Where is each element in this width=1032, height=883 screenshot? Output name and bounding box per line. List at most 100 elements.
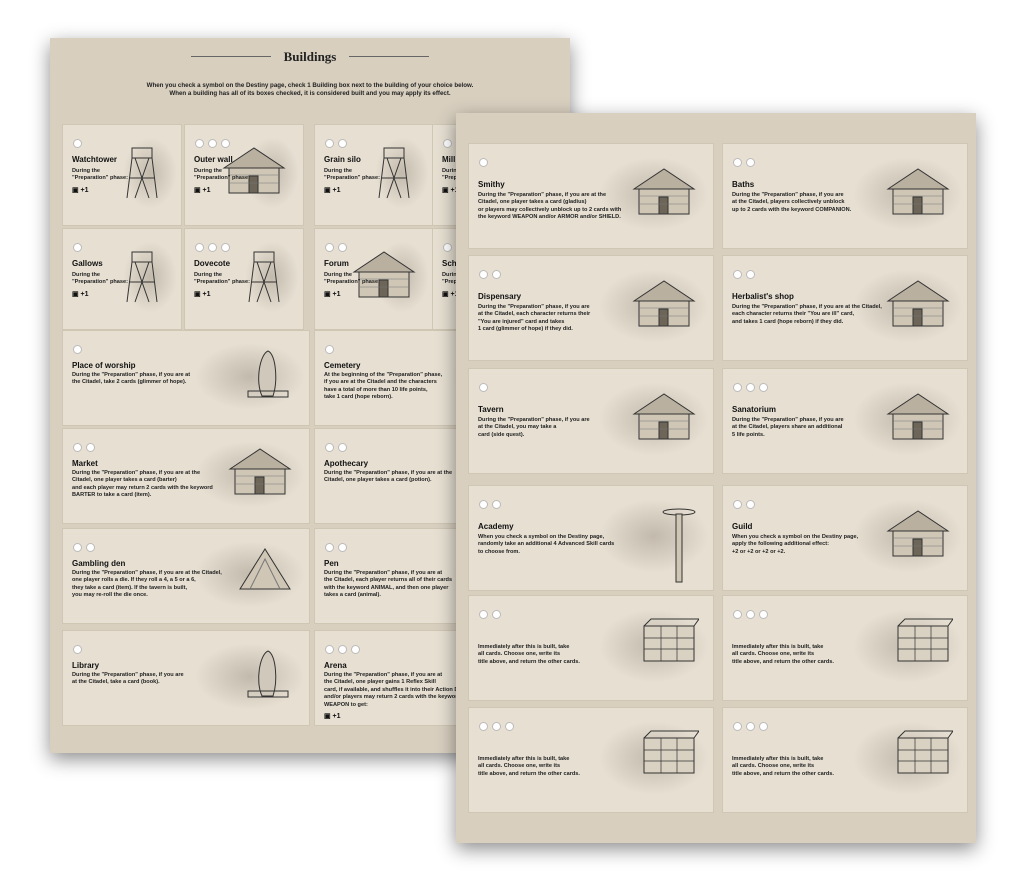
- effect-line: title above, and return the other cards.: [732, 770, 834, 777]
- build-checkbox[interactable]: [338, 243, 347, 252]
- build-checkbox[interactable]: [746, 270, 755, 279]
- build-checkbox[interactable]: [86, 443, 95, 452]
- build-checkbox[interactable]: [505, 722, 514, 731]
- effect-line: During the "Preparation" phase, if you a…: [72, 672, 184, 678]
- build-checkbox[interactable]: [73, 139, 82, 148]
- build-checkbox[interactable]: [479, 270, 488, 279]
- build-checkbox[interactable]: [746, 610, 755, 619]
- build-checkbox[interactable]: [195, 139, 204, 148]
- build-checkbox[interactable]: [733, 383, 742, 392]
- effect-line: 5 life points.: [732, 431, 765, 438]
- effect-line: WEAPON to get:: [324, 701, 368, 708]
- build-checkbox[interactable]: [221, 243, 230, 252]
- build-checkbox[interactable]: [759, 722, 768, 731]
- building-effect: During the"Preparation" phase:: [72, 272, 128, 287]
- effect-line: the Citadel, each player returns all of …: [324, 577, 453, 584]
- effect-line: Citadel, one player takes a card (barter…: [72, 477, 177, 484]
- build-checkbox[interactable]: [733, 500, 742, 509]
- build-checkbox[interactable]: [479, 610, 488, 619]
- building-effect: When you check a symbol on the Destiny p…: [732, 534, 858, 556]
- build-checkbox[interactable]: [746, 722, 755, 731]
- build-checkbox[interactable]: [338, 139, 347, 148]
- building-name: Pen: [324, 559, 339, 568]
- building-illustration: [240, 646, 295, 706]
- build-checkbox[interactable]: [338, 543, 347, 552]
- build-checkboxes: [325, 641, 364, 659]
- build-checkbox[interactable]: [73, 645, 82, 654]
- effect-line: all cards. Choose one, write its: [732, 763, 815, 770]
- build-checkbox[interactable]: [443, 139, 452, 148]
- effect-line: all cards. Choose one, write its: [732, 651, 815, 658]
- build-checkbox[interactable]: [325, 645, 334, 654]
- build-checkbox[interactable]: [479, 383, 488, 392]
- page-title: Buildings: [283, 49, 337, 64]
- build-checkbox[interactable]: [73, 543, 82, 552]
- building-name: Apothecary: [324, 459, 369, 468]
- ink-smudge: [599, 498, 709, 573]
- effect-line: 1 card (glimmer of hope) if they did.: [478, 326, 573, 333]
- build-checkbox[interactable]: [492, 270, 501, 279]
- build-checkbox[interactable]: [492, 722, 501, 731]
- build-checkbox[interactable]: [351, 645, 360, 654]
- building-name: Sanatorium: [732, 405, 777, 414]
- build-checkbox[interactable]: [195, 243, 204, 252]
- effect-line: When you check a symbol on the Destiny p…: [478, 534, 605, 540]
- build-checkboxes: [733, 379, 772, 397]
- build-checkbox[interactable]: [73, 345, 82, 354]
- building-name: Place of worship: [72, 361, 136, 370]
- building-name: Outer wall: [194, 155, 233, 164]
- build-checkbox[interactable]: [492, 500, 501, 509]
- build-checkbox[interactable]: [479, 158, 488, 167]
- build-checkbox[interactable]: [338, 645, 347, 654]
- building-illustration: [893, 616, 954, 671]
- build-checkbox[interactable]: [746, 500, 755, 509]
- building-illustration: [629, 276, 699, 336]
- build-checkbox[interactable]: [325, 543, 334, 552]
- build-checkbox[interactable]: [492, 610, 501, 619]
- build-checkbox[interactable]: [325, 443, 334, 452]
- build-checkbox[interactable]: [759, 383, 768, 392]
- building-illustration: [235, 544, 295, 599]
- build-checkbox[interactable]: [325, 345, 334, 354]
- build-checkbox[interactable]: [443, 243, 452, 252]
- build-checkbox[interactable]: [325, 139, 334, 148]
- build-checkbox[interactable]: [479, 500, 488, 509]
- building-name: Cemetery: [324, 361, 361, 370]
- build-checkbox[interactable]: [733, 610, 742, 619]
- effect-line: When you check a symbol on the Destiny p…: [732, 534, 859, 540]
- effect-line: During the: [324, 168, 352, 174]
- build-checkbox[interactable]: [733, 158, 742, 167]
- build-checkbox[interactable]: [73, 243, 82, 252]
- building-effect: During the "Preparation" phase, if you a…: [478, 304, 590, 334]
- effect-line: the Citadel, take 2 cards (glimmer of ho…: [72, 379, 187, 386]
- build-checkbox[interactable]: [746, 158, 755, 167]
- build-checkbox[interactable]: [479, 722, 488, 731]
- build-checkbox[interactable]: [208, 139, 217, 148]
- building-illustration: [349, 247, 419, 307]
- build-checkbox[interactable]: [746, 383, 755, 392]
- build-checkbox[interactable]: [759, 610, 768, 619]
- build-checkbox[interactable]: [86, 543, 95, 552]
- effect-line: During the "Preparation" phase, if you a…: [324, 570, 443, 576]
- build-checkboxes: [733, 606, 772, 624]
- building-bonus: ▣ +1: [72, 186, 89, 194]
- build-checkbox[interactable]: [221, 139, 230, 148]
- build-checkbox[interactable]: [208, 243, 217, 252]
- build-checkbox[interactable]: [733, 722, 742, 731]
- building-illustration: [883, 164, 953, 224]
- build-checkboxes: [325, 341, 338, 359]
- effect-line: and takes 1 card (hope reborn) if they d…: [732, 318, 844, 325]
- build-checkbox[interactable]: [73, 443, 82, 452]
- build-checkbox[interactable]: [338, 443, 347, 452]
- building-illustration: [369, 143, 419, 208]
- build-checkboxes: [73, 539, 99, 557]
- effect-line: each character returns their "You are il…: [732, 311, 855, 318]
- build-checkbox[interactable]: [733, 270, 742, 279]
- build-checkbox[interactable]: [325, 243, 334, 252]
